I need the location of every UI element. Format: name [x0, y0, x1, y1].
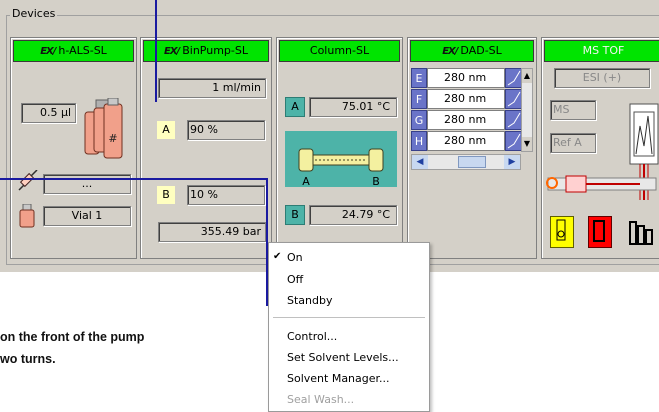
menu-item-seal-wash: Seal Wash...	[287, 393, 355, 406]
scroll-left-icon[interactable]: ◀	[412, 155, 428, 169]
ms-tof-panel[interactable]: MS TOF ESI (+) MS Ref A	[541, 37, 659, 259]
column-b-label: B	[285, 205, 305, 225]
solvent-b-percent-field[interactable]: 10 %	[187, 185, 265, 205]
menu-separator	[273, 317, 425, 318]
scroll-down-icon[interactable]: ▼	[522, 137, 532, 151]
pump-context-menu[interactable]: ✔ On Off Standby Control... Set Solvent …	[268, 242, 430, 412]
ms-status-red-icon[interactable]	[588, 216, 612, 248]
wavelength-row-g[interactable]: G 280 nm	[411, 110, 523, 130]
column-a-temperature-field[interactable]: 75.01 °C	[309, 97, 397, 117]
menu-item-solvent-manager[interactable]: Solvent Manager...	[287, 372, 390, 385]
callout-line-horizontal	[0, 178, 268, 180]
agilent-logo-icon: EX/	[164, 42, 180, 61]
channel-e-wavelength[interactable]: 280 nm	[427, 68, 505, 88]
ion-source-field[interactable]: ESI (+)	[554, 68, 650, 88]
reference-field[interactable]: Ref A	[550, 133, 596, 153]
autosampler-header[interactable]: EX/h-ALS-SL	[13, 40, 134, 62]
agilent-logo-icon: EX/	[40, 42, 56, 61]
solvent-a-percent-field[interactable]: 90 %	[187, 120, 265, 140]
wavelength-horizontal-scrollbar[interactable]: ◀ ▶	[411, 154, 521, 170]
scroll-right-icon[interactable]: ▶	[504, 155, 520, 169]
autosampler-panel[interactable]: EX/h-ALS-SL 0.5 µl # ... Vial 1	[10, 37, 137, 259]
binary-pump-panel[interactable]: EX/BinPump-SL 1 ml/min A 90 % B 10 % 355…	[140, 37, 272, 259]
column-header[interactable]: Column-SL	[279, 40, 400, 62]
vial-tray-icon: #	[84, 98, 123, 159]
ms-status-yellow-icon[interactable]	[550, 216, 574, 248]
injection-volume-field[interactable]: 0.5 µl	[21, 103, 76, 123]
menu-item-set-solvent-levels[interactable]: Set Solvent Levels...	[287, 351, 399, 364]
pressure-field[interactable]: 355.49 bar	[158, 222, 266, 242]
binary-pump-title: BinPump-SL	[182, 44, 248, 57]
signal-icon[interactable]	[505, 68, 523, 88]
flow-rate-field[interactable]: 1 ml/min	[158, 78, 266, 98]
callout-line-top	[155, 0, 157, 102]
sample-vial-icon	[19, 204, 35, 228]
menu-item-on[interactable]: On	[287, 251, 303, 264]
ms-vacuum-icon[interactable]	[626, 216, 656, 246]
channel-h-wavelength[interactable]: 280 nm	[427, 131, 505, 151]
wavelength-vertical-scrollbar[interactable]: ▲ ▼	[521, 68, 533, 152]
injector-status-field[interactable]: ...	[43, 174, 131, 194]
column-diagram-b-label: B	[372, 175, 380, 188]
ms-schematic-icon	[546, 103, 659, 200]
caption-line-2: wo turns.	[0, 352, 56, 366]
autosampler-title: h-ALS-SL	[58, 44, 107, 57]
checkmark-icon: ✔	[273, 251, 282, 262]
channel-e-label: E	[411, 68, 427, 88]
column-diagram-icon: A B	[285, 131, 397, 188]
syringe-icon	[18, 170, 38, 191]
menu-item-control[interactable]: Control...	[287, 330, 338, 343]
column-b-temperature-field[interactable]: 24.79 °C	[309, 205, 397, 225]
menu-item-standby[interactable]: Standby	[287, 294, 333, 307]
dad-header[interactable]: EX/DAD-SL	[410, 40, 534, 62]
devices-group-title: Devices	[10, 7, 58, 20]
channel-f-wavelength[interactable]: 280 nm	[427, 89, 505, 109]
wavelength-row-h[interactable]: H 280 nm	[411, 131, 523, 151]
vial-position-field[interactable]: Vial 1	[43, 206, 131, 226]
binary-pump-header[interactable]: EX/BinPump-SL	[143, 40, 269, 62]
dad-panel[interactable]: EX/DAD-SL E 280 nm F 280 nm G 280 nm H 2…	[407, 37, 537, 259]
wavelength-row-f[interactable]: F 280 nm	[411, 89, 523, 109]
channel-f-label: F	[411, 89, 427, 109]
channel-g-wavelength[interactable]: 280 nm	[427, 110, 505, 130]
scroll-thumb[interactable]	[458, 156, 486, 168]
ms-tof-header[interactable]: MS TOF	[544, 40, 659, 62]
manual-caption: on the front of the pump wo turns.	[0, 326, 260, 370]
channel-h-label: H	[411, 131, 427, 151]
callout-line-vertical	[266, 178, 268, 306]
scroll-up-icon[interactable]: ▲	[522, 69, 532, 83]
channel-g-label: G	[411, 110, 427, 130]
menu-item-off[interactable]: Off	[287, 273, 304, 286]
wavelength-row-e[interactable]: E 280 nm	[411, 68, 523, 88]
caption-line-1: on the front of the pump	[0, 330, 145, 344]
devices-group: Devices EX/h-ALS-SL 0.5 µl # ... Vial 1	[0, 0, 659, 272]
column-panel[interactable]: Column-SL A 75.01 °C A B B 24.79 °C	[276, 37, 403, 259]
column-a-label: A	[285, 97, 305, 117]
vial-label-glyph: #	[108, 132, 117, 145]
ms-mode-field[interactable]: MS	[550, 100, 596, 120]
column-diagram-a-label: A	[302, 175, 310, 188]
solvent-a-label: A	[157, 121, 175, 139]
agilent-logo-icon: EX/	[442, 42, 458, 61]
solvent-b-label: B	[157, 186, 175, 204]
dad-title: DAD-SL	[460, 44, 502, 57]
